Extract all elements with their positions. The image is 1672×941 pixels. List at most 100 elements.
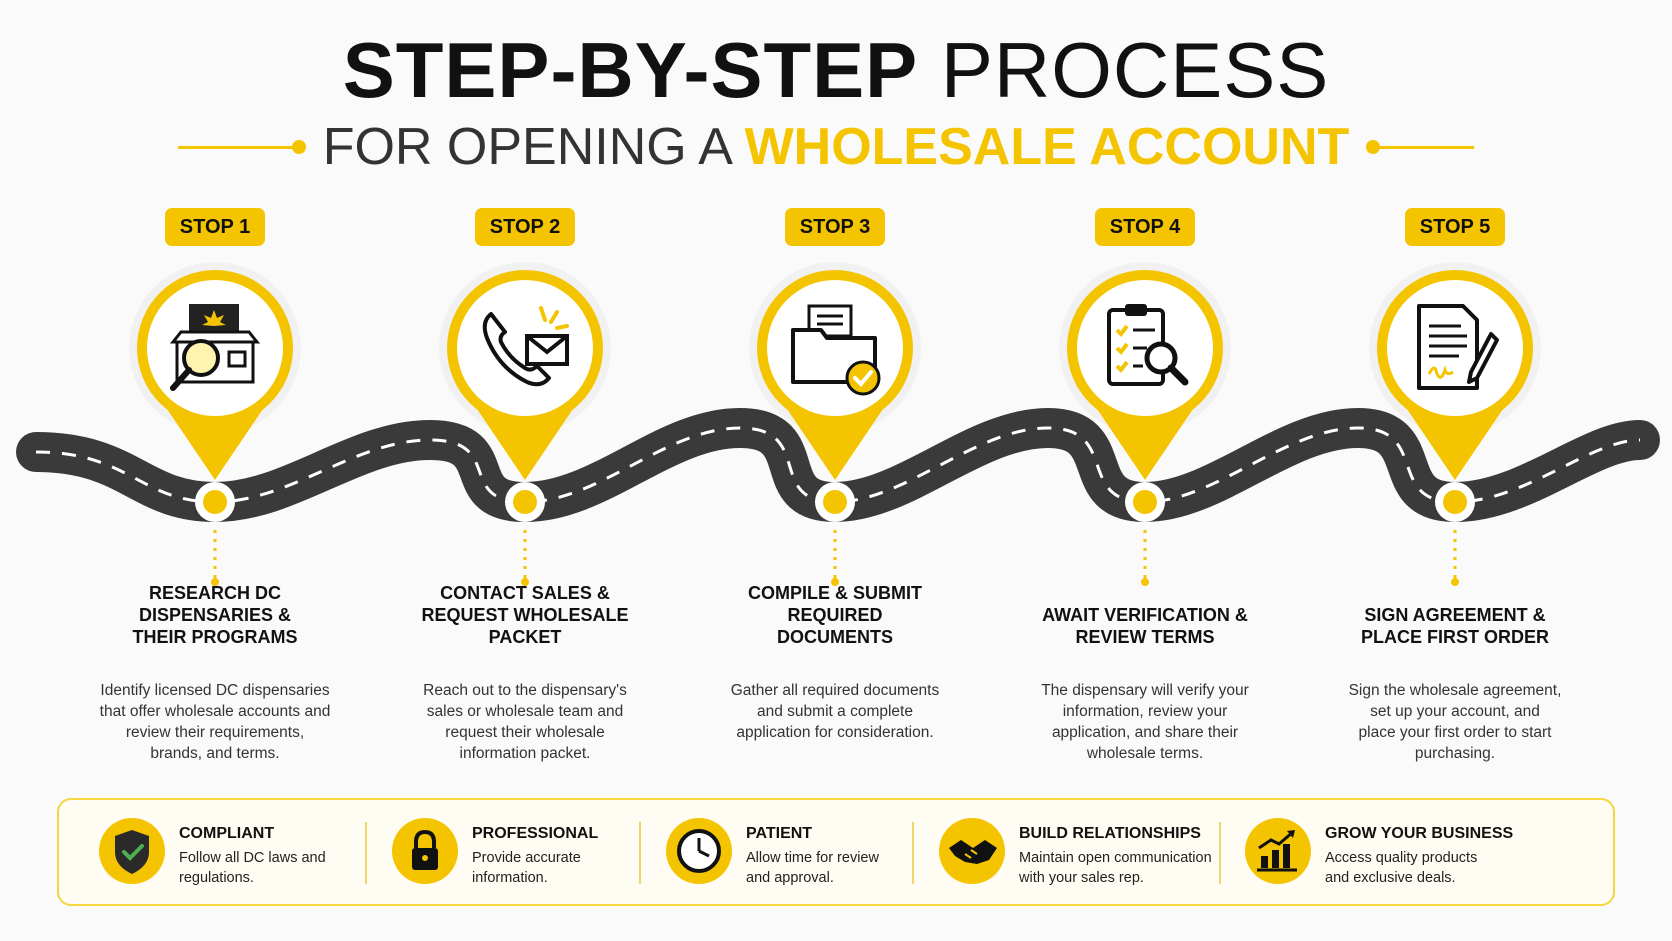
step-description-line: and submit a complete (757, 703, 913, 720)
padlock-icon (392, 818, 458, 884)
step-title-line: COMPILE & SUBMIT (748, 583, 922, 603)
benefit-title: COMPLIANT (179, 825, 275, 842)
step-description-line: sales or wholesale team and (426, 703, 624, 720)
benefit-title: PATIENT (746, 825, 813, 842)
stop-badge-1: STOP 1 (165, 208, 265, 246)
step-title-line: CONTACT SALES & (440, 583, 610, 603)
benefit-description-line: information. (472, 870, 548, 886)
benefit-description-line: Follow all DC laws and (179, 850, 326, 866)
main-title: STEP-BY-STEP PROCESS (0, 30, 1672, 110)
benefit-description-line: regulations. (179, 870, 254, 886)
benefit-description-line: with your sales rep. (1019, 870, 1144, 886)
benefit-patient: PATIENT Allow time for review and approval… (666, 800, 936, 904)
subtitle-left-dot (292, 140, 306, 154)
title-bold-part: STEP-BY-STEP (342, 26, 919, 114)
step-description-line: review their requirements, (125, 724, 305, 741)
step-title-line: DOCUMENTS (777, 627, 893, 647)
step-description-line: wholesale terms. (1086, 745, 1204, 762)
connector-end-dot (521, 578, 529, 586)
stop-badge-2: STOP 2 (475, 208, 575, 246)
step-title-line: AWAIT VERIFICATION & (1042, 605, 1248, 625)
shield-check-icon (99, 818, 165, 884)
pin-tail (475, 406, 575, 480)
step-description-line: The dispensary will verify your (1041, 682, 1249, 699)
subtitle-right-dot (1366, 140, 1380, 154)
step-description-line: set up your account, and (1370, 703, 1540, 720)
benefit-description: Access quality products and exclusive dea… (1325, 848, 1555, 888)
step-title-4: AWAIT VERIFICATION &REVIEW TERMS (1015, 604, 1275, 648)
step-description-5: Sign the wholesale agreement, set up your… (1325, 680, 1585, 764)
step-title-line: REQUIRED (787, 605, 883, 625)
step-description-4: The dispensary will verify your informati… (1015, 680, 1275, 764)
map-pin-1 (129, 262, 301, 586)
clipboard-magnifier-icon (1107, 304, 1189, 386)
road-marker-dot (203, 490, 227, 514)
benefit-divider (365, 822, 367, 884)
phone-envelope-icon (482, 306, 569, 387)
subtitle: FOR OPENING A WHOLESALE ACCOUNT (0, 118, 1672, 176)
step-title-line: PACKET (488, 627, 562, 647)
step-description-line: information, review your (1062, 703, 1228, 720)
benefit-title: BUILD RELATIONSHIPS (1019, 825, 1201, 842)
stop-badge-3: STOP 3 (785, 208, 885, 246)
step-description-line: request their wholesale (445, 724, 605, 741)
step-description-line: Gather all required documents (730, 682, 940, 699)
step-title-line: REQUEST WHOLESALE (421, 605, 629, 625)
road-marker-dot (513, 490, 537, 514)
benefit-description-line: and exclusive deals. (1325, 870, 1456, 886)
benefit-description-line: Access quality products (1325, 850, 1478, 866)
benefit-compliant: COMPLIANT Follow all DC laws and regulatio… (99, 800, 369, 904)
handshake-icon (939, 818, 1005, 884)
step-title-5: SIGN AGREEMENT &PLACE FIRST ORDER (1325, 604, 1585, 648)
subtitle-right-rule (1374, 146, 1474, 149)
subtitle-accent: WHOLESALE ACCOUNT (744, 118, 1350, 176)
step-description-line: brands, and terms. (150, 745, 280, 762)
step-description-line: Identify licensed DC dispensaries (100, 682, 330, 699)
step-title-line: RESEARCH DC (148, 583, 281, 603)
step-description-line: application for consideration. (736, 724, 934, 741)
step-title-line: THEIR PROGRAMS (132, 627, 298, 647)
folder-check-icon (791, 304, 881, 396)
pin-tail (1095, 406, 1195, 480)
step-title-line: PLACE FIRST ORDER (1360, 627, 1549, 647)
step-description-3: Gather all required documents and submit … (705, 680, 965, 743)
step-description-line: Sign the wholesale agreement, (1348, 682, 1562, 699)
benefit-description-line: and approval. (746, 870, 834, 886)
benefit-description: Maintain open communication with your sal… (1019, 848, 1249, 888)
map-pin-4 (1059, 262, 1231, 586)
pin-tail (785, 406, 885, 480)
step-title-line: DISPENSARIES & (138, 605, 292, 625)
connector-end-dot (1141, 578, 1149, 586)
pin-tail (165, 406, 265, 480)
connector-end-dot (831, 578, 839, 586)
stop-badge-4: STOP 4 (1095, 208, 1195, 246)
stop-badge-5: STOP 5 (1405, 208, 1505, 246)
connector-end-dot (1451, 578, 1459, 586)
benefit-description: Allow time for review and approval. (746, 848, 976, 888)
step-description-line: purchasing. (1414, 745, 1496, 762)
clock-icon (666, 818, 732, 884)
road-marker-dot (823, 490, 847, 514)
step-title-line: REVIEW TERMS (1075, 627, 1215, 647)
step-description-line: information packet. (459, 745, 591, 762)
storefront-magnifier-icon (169, 304, 261, 391)
step-description-line: application, and share their (1051, 724, 1239, 741)
benefit-build-relationships: BUILD RELATIONSHIPS Maintain open communi… (939, 800, 1212, 904)
map-pin-2 (439, 262, 611, 586)
benefit-description-line: Maintain open communication (1019, 850, 1212, 866)
benefit-description-line: Allow time for review (746, 850, 879, 866)
step-title-line: SIGN AGREEMENT & (1364, 605, 1546, 625)
title-light-part: PROCESS (940, 26, 1330, 114)
map-pin-5 (1369, 262, 1541, 586)
subtitle-left-rule (178, 146, 298, 149)
map-pin-3 (749, 262, 921, 586)
